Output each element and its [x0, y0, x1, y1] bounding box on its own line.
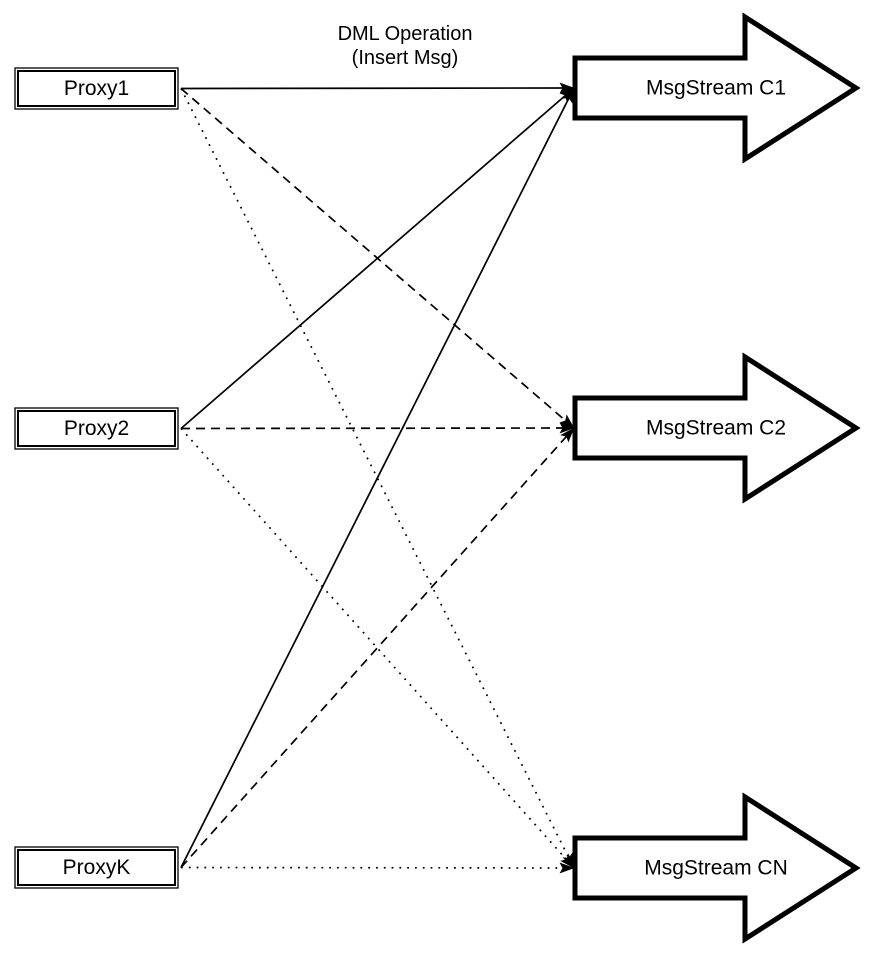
proxy-node-proxy1: Proxy1: [14, 67, 179, 110]
proxy-node-proxy2: Proxy2: [14, 407, 179, 450]
proxy-node-proxyk: ProxyK: [14, 846, 179, 889]
edge-label-line2: (Insert Msg): [351, 47, 459, 69]
stream-label: MsgStream C2: [646, 417, 786, 440]
edge-label-line1: DML Operation: [337, 23, 473, 45]
edges-layer: [180, 82, 575, 874]
stream-label: MsgStream CN: [644, 857, 788, 880]
stream-arrow-shape: [572, 792, 861, 944]
edge-proxy2-c1: [180, 87, 575, 430]
edge-proxy1-c1: [180, 82, 575, 94]
stream-label: MsgStream C1: [646, 77, 786, 100]
edge-label-dml-operation: DML Operation (Insert Msg): [255, 22, 555, 70]
proxy-label: Proxy1: [64, 77, 129, 100]
proxy-box-inner: [17, 849, 176, 886]
stream-arrow-shape: [572, 352, 861, 504]
streams-layer: MsgStream C1 MsgStream C2 MsgStream CN: [572, 12, 861, 944]
edge-proxyk-c2: [180, 427, 575, 869]
proxy-box-inner: [17, 410, 176, 447]
stream-node-c1: MsgStream C1: [572, 12, 861, 164]
edge-proxyk-cn: [180, 862, 575, 874]
proxy-box-inner: [17, 70, 176, 107]
stream-node-cn: MsgStream CN: [572, 792, 861, 944]
edge-proxy2-c2: [180, 422, 575, 434]
stream-node-c2: MsgStream C2: [572, 352, 861, 504]
proxy-label: Proxy2: [64, 417, 129, 440]
stream-arrow-shape: [572, 12, 861, 164]
proxy-label: ProxyK: [63, 856, 131, 879]
edge-proxyk-c1: [180, 87, 575, 868]
